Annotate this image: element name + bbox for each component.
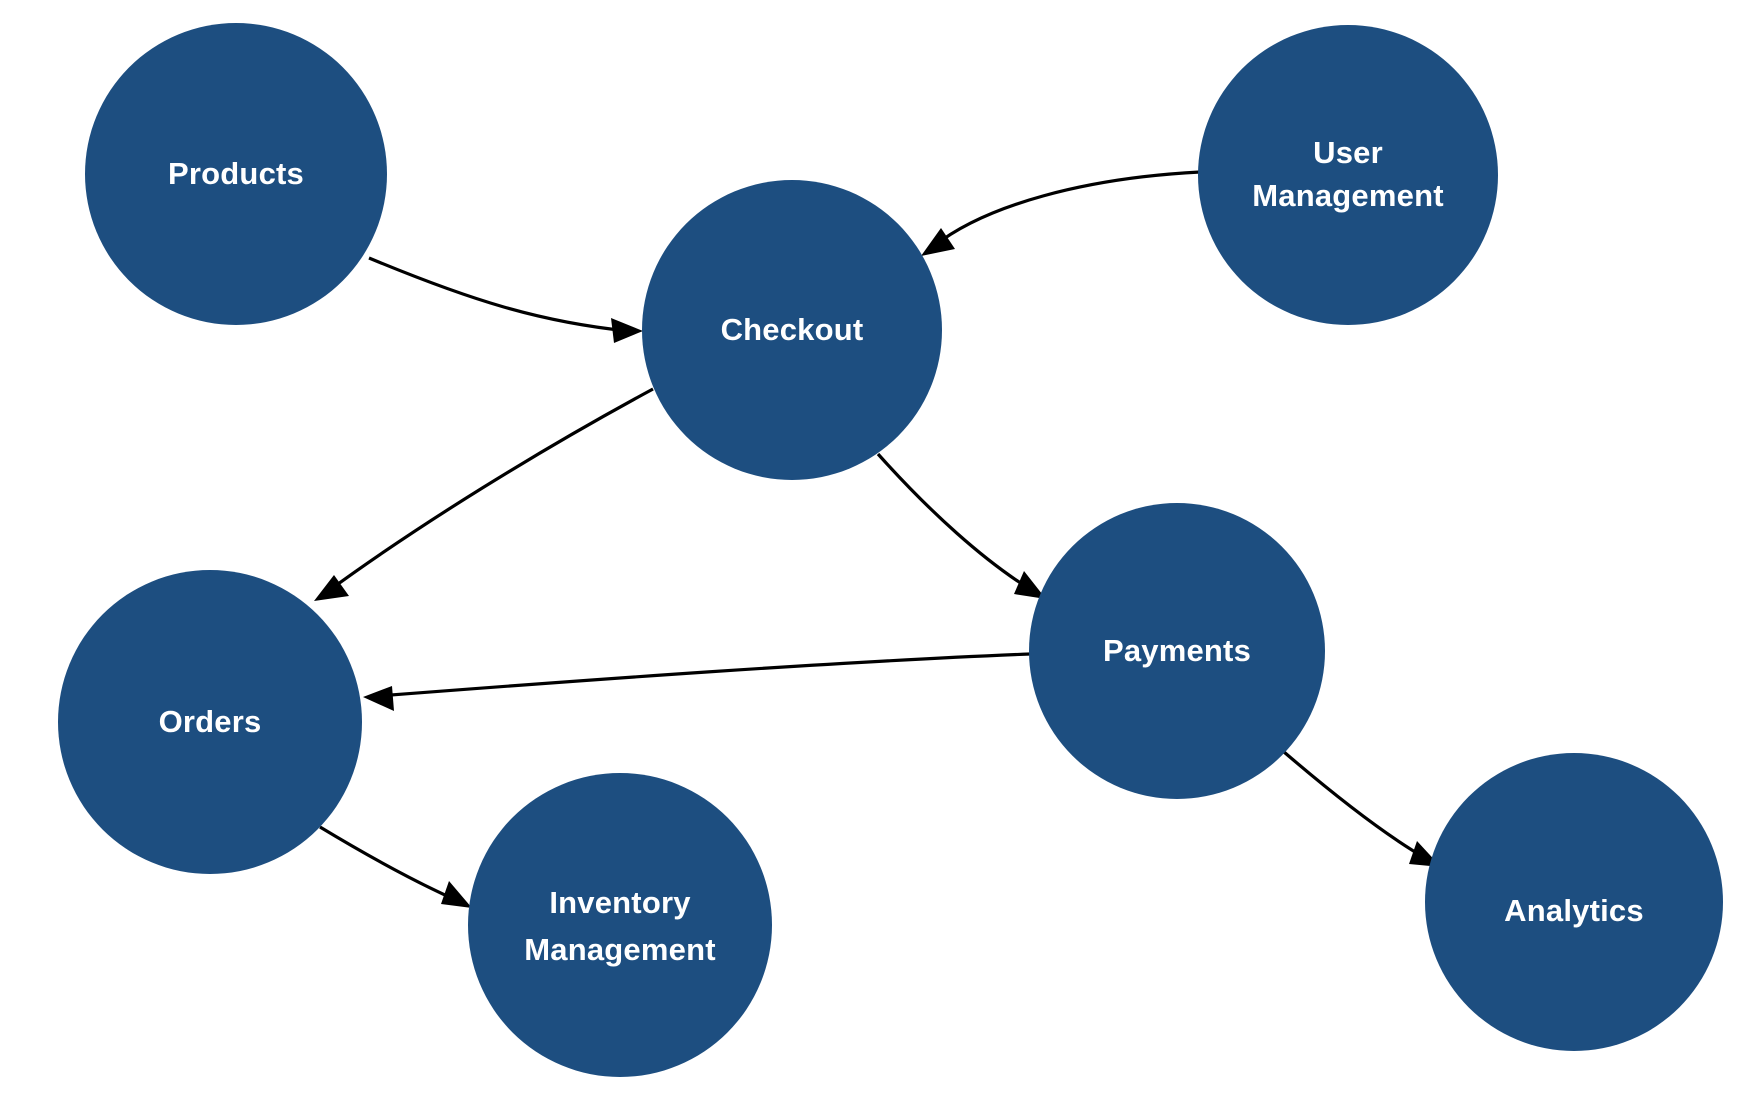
node-products[interactable]: Products [85, 23, 387, 325]
arrowhead-icon [441, 881, 472, 908]
node-label-line-1: User [1313, 135, 1383, 170]
node-payments[interactable]: Payments [1029, 503, 1325, 799]
edge-layer [314, 170, 1441, 908]
node-label: Payments [1103, 633, 1251, 668]
node-orders[interactable]: Orders [58, 570, 362, 874]
node-circle [1198, 25, 1498, 325]
node-inventory-management[interactable]: Inventory Management [468, 773, 772, 1077]
edge-orders-to-inventory-management[interactable] [319, 825, 472, 908]
node-label: Orders [159, 704, 262, 739]
edge-line [933, 170, 1201, 248]
node-label: Analytics [1504, 893, 1644, 928]
edge-payments-to-analytics[interactable] [1282, 750, 1441, 867]
arrowhead-icon [611, 318, 643, 343]
arrowhead-icon [1014, 571, 1046, 599]
edge-checkout-to-payments[interactable] [876, 452, 1046, 599]
node-label-line-2: Management [1252, 178, 1443, 213]
node-label-line-1: Inventory [549, 885, 691, 920]
node-analytics[interactable]: Analytics [1425, 753, 1723, 1051]
node-circle [85, 23, 387, 325]
edge-line [377, 652, 1031, 698]
node-circle [1029, 503, 1325, 799]
node-circle [58, 570, 362, 874]
node-user-management[interactable]: User Management [1198, 25, 1498, 325]
edge-payments-to-orders[interactable] [363, 652, 1031, 711]
edge-checkout-to-orders[interactable] [314, 387, 654, 601]
arrowhead-icon [314, 575, 349, 601]
edge-line [368, 256, 629, 333]
edge-products-to-checkout[interactable] [368, 256, 643, 343]
node-label: Checkout [721, 312, 864, 347]
node-circle [642, 180, 942, 480]
node-label: Products [168, 156, 304, 191]
arrowhead-icon [921, 228, 955, 256]
edge-line [876, 452, 1034, 593]
node-label-line-2: Management [524, 932, 715, 967]
node-checkout[interactable]: Checkout [642, 180, 942, 480]
node-layer: Products Checkout User Management Orders [58, 23, 1723, 1077]
arrowhead-icon [363, 686, 394, 711]
edge-user-management-to-checkout[interactable] [921, 170, 1201, 256]
edge-line [326, 387, 654, 594]
node-circle [1425, 753, 1723, 1051]
node-circle [468, 773, 772, 1077]
edge-line [1282, 750, 1428, 861]
edge-line [319, 825, 459, 903]
